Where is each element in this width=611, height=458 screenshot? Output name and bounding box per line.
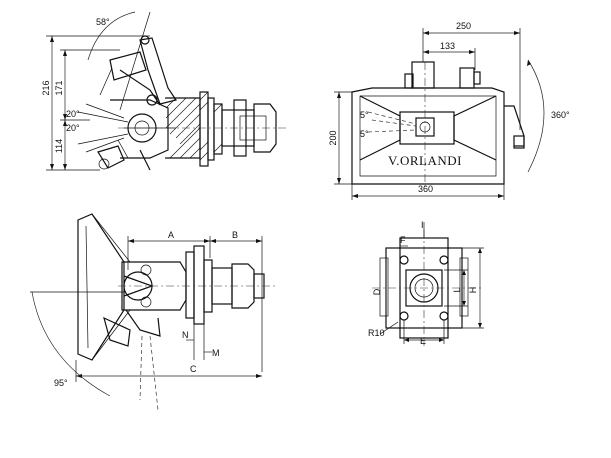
label-n: N xyxy=(182,330,189,340)
rotation-360-label: 360° xyxy=(551,110,570,120)
label-i: I xyxy=(421,220,424,230)
dim-200-label: 200 xyxy=(328,130,338,145)
angle-20-lower-label: 20° xyxy=(66,123,80,133)
label-e: E xyxy=(420,336,426,346)
side-view: 216 171 114 58° xyxy=(41,11,288,171)
dim-216-label: 216 xyxy=(41,80,51,95)
label-l: L xyxy=(452,287,462,292)
angle-5-upper-label: 5° xyxy=(360,110,369,120)
dim-360-label: 360 xyxy=(418,184,433,194)
angle-5-lower-label: 5° xyxy=(360,129,369,139)
label-f: F xyxy=(400,235,406,245)
label-d: D xyxy=(372,288,382,295)
angle-58-label: 58° xyxy=(96,17,110,27)
top-view: A B C N M xyxy=(30,213,276,411)
brand-text: V.ORLANDI xyxy=(388,153,462,168)
flange-view: I F D L H E R10 xyxy=(368,220,484,346)
angle-95-label: 95° xyxy=(54,378,68,388)
dim-114-label: 114 xyxy=(54,139,64,153)
angle-20-upper-label: 20° xyxy=(66,109,80,119)
label-r10: R10 xyxy=(368,328,385,338)
front-view: 250 133 5° 5° V.ORLANDI xyxy=(328,21,570,200)
dim-133-label: 133 xyxy=(440,41,455,51)
label-c: C xyxy=(190,364,197,374)
label-b: B xyxy=(232,230,238,240)
label-h: H xyxy=(468,287,478,294)
label-a: A xyxy=(168,230,174,240)
dim-250-label: 250 xyxy=(456,21,471,31)
dim-171-label: 171 xyxy=(54,80,64,95)
label-m: M xyxy=(212,348,220,358)
